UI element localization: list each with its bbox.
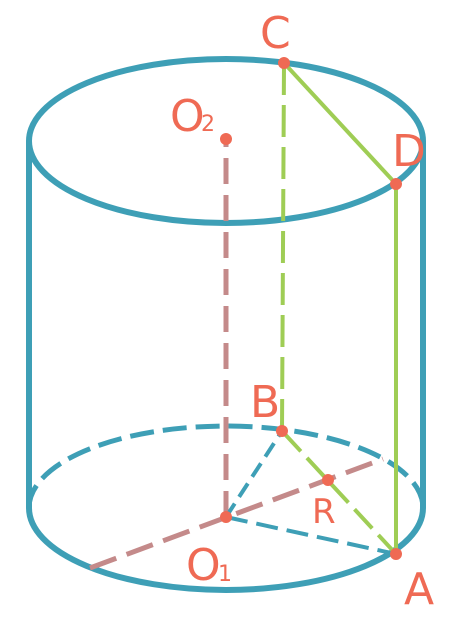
bottom-base-back-arc — [26, 423, 426, 509]
label-r: R — [312, 492, 336, 532]
label-a: A — [404, 564, 434, 615]
point-c — [278, 57, 290, 69]
label-o2-subscript: 2 — [201, 112, 215, 137]
label-d: D — [392, 126, 426, 177]
label-c: C — [260, 8, 291, 59]
label-o1: O — [186, 540, 221, 591]
point-o1 — [220, 511, 232, 523]
segment-a-b — [280, 429, 398, 556]
radius-o1-b — [224, 429, 284, 519]
point-b — [276, 425, 288, 437]
segment-b-c — [280, 62, 286, 432]
segment-c-d — [282, 61, 398, 186]
point-r — [322, 474, 334, 486]
label-o1-subscript: 1 — [218, 562, 232, 587]
label-b: B — [250, 377, 280, 428]
point-o2 — [220, 133, 232, 145]
radius-o1-a — [225, 515, 397, 556]
label-o2: O — [170, 91, 205, 142]
point-d — [390, 178, 402, 190]
point-a — [390, 548, 402, 560]
bottom-base-front-arc — [26, 507, 426, 593]
bottom-diameter — [89, 456, 384, 571]
